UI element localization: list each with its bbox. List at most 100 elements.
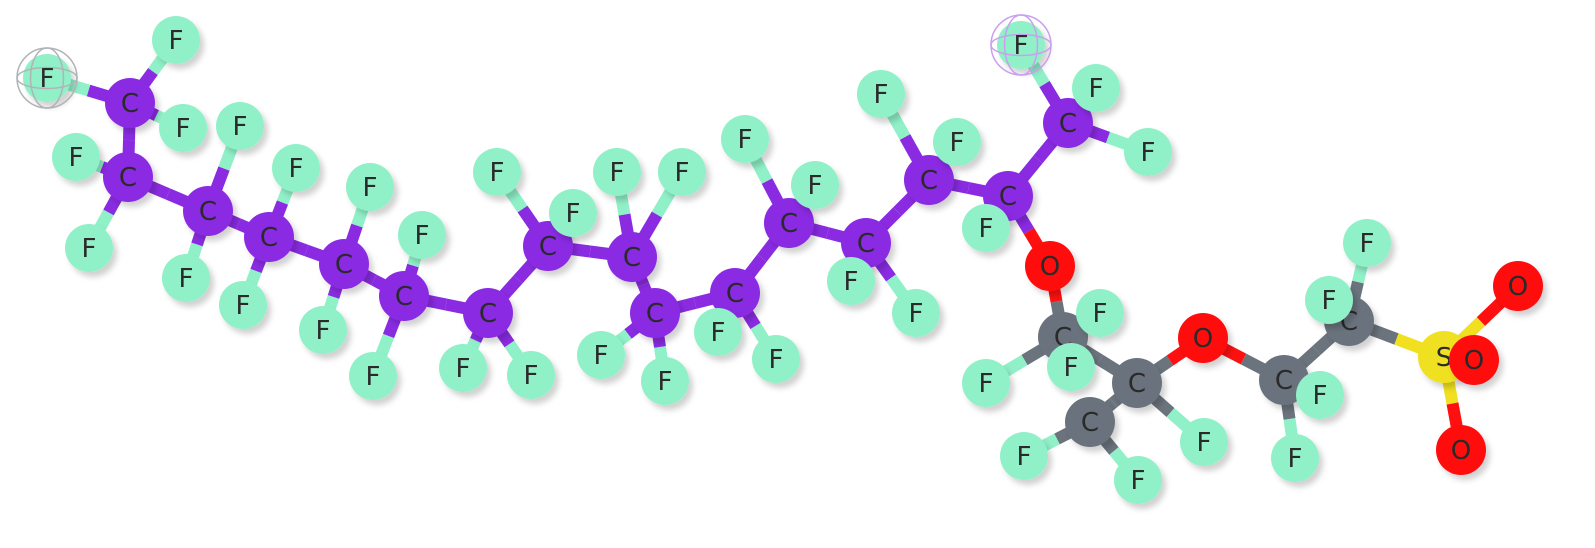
atom-sphere[interactable] bbox=[346, 163, 394, 211]
atom-sphere[interactable] bbox=[272, 144, 320, 192]
atom-sphere[interactable] bbox=[658, 148, 706, 196]
atom-sphere[interactable] bbox=[349, 352, 397, 400]
atom-sphere[interactable] bbox=[841, 218, 891, 268]
atom-sphere[interactable] bbox=[159, 104, 207, 152]
atom-f-63[interactable]: F bbox=[1180, 418, 1228, 466]
atom-f-42[interactable]: F bbox=[473, 148, 521, 196]
atom-sphere[interactable] bbox=[1124, 128, 1172, 176]
atom-f-31[interactable]: F bbox=[65, 224, 113, 272]
atom-f-28[interactable]: F bbox=[152, 16, 200, 64]
atom-sphere[interactable] bbox=[507, 351, 555, 399]
atom-sphere[interactable] bbox=[1271, 434, 1319, 482]
atom-f-45[interactable]: F bbox=[658, 148, 706, 196]
atom-f-68[interactable]: F bbox=[1296, 371, 1344, 419]
atom-sphere[interactable] bbox=[1025, 241, 1075, 291]
atom-f-34[interactable]: F bbox=[272, 144, 320, 192]
atom-sphere[interactable] bbox=[607, 232, 657, 282]
atom-f-62[interactable]: F bbox=[1047, 343, 1095, 391]
atom-sphere[interactable] bbox=[523, 221, 573, 271]
atom-sphere[interactable] bbox=[892, 289, 940, 337]
atom-f-48[interactable]: F bbox=[694, 308, 742, 356]
atom-sphere[interactable] bbox=[1043, 98, 1093, 148]
atom-sphere[interactable] bbox=[1449, 335, 1499, 385]
atom-sphere[interactable] bbox=[764, 198, 814, 248]
atom-sphere[interactable] bbox=[1493, 261, 1543, 311]
atom-sphere[interactable] bbox=[641, 357, 689, 405]
atom-sphere[interactable] bbox=[1072, 64, 1120, 112]
atom-f-44[interactable]: F bbox=[593, 148, 641, 196]
atom-c-0[interactable]: C bbox=[105, 78, 155, 128]
atom-sphere[interactable] bbox=[1436, 425, 1486, 475]
atom-f-53[interactable]: F bbox=[892, 289, 940, 337]
atom-f-33[interactable]: F bbox=[162, 254, 210, 302]
atom-f-41[interactable]: F bbox=[507, 351, 555, 399]
atom-sphere[interactable] bbox=[398, 211, 446, 259]
atom-f-30[interactable]: F bbox=[52, 133, 100, 181]
atom-sphere[interactable] bbox=[162, 254, 210, 302]
atom-c-11[interactable]: C bbox=[764, 198, 814, 248]
atom-sphere[interactable] bbox=[1178, 313, 1228, 363]
atom-sphere[interactable] bbox=[216, 102, 264, 150]
atom-f-49[interactable]: F bbox=[752, 335, 800, 383]
atom-o-25[interactable]: O bbox=[1449, 335, 1499, 385]
atom-sphere[interactable] bbox=[791, 161, 839, 209]
atom-sphere[interactable] bbox=[473, 148, 521, 196]
atom-f-47[interactable]: F bbox=[641, 357, 689, 405]
atom-sphere[interactable] bbox=[379, 271, 429, 321]
atom-sphere[interactable] bbox=[183, 186, 233, 236]
atom-sphere[interactable] bbox=[1065, 397, 1115, 447]
atom-sphere[interactable] bbox=[152, 16, 200, 64]
atom-f-46[interactable]: F bbox=[577, 331, 625, 379]
atom-sphere[interactable] bbox=[65, 224, 113, 272]
atom-f-56[interactable]: F bbox=[962, 204, 1010, 252]
atom-sphere[interactable] bbox=[962, 359, 1010, 407]
atom-sphere[interactable] bbox=[52, 133, 100, 181]
atom-f-59[interactable]: F bbox=[1124, 128, 1172, 176]
atom-sphere[interactable] bbox=[244, 212, 294, 262]
atom-f-35[interactable]: F bbox=[219, 281, 267, 329]
atom-f-60[interactable]: F bbox=[1076, 289, 1124, 337]
atom-f-55[interactable]: F bbox=[933, 118, 981, 166]
atom-sphere[interactable] bbox=[103, 152, 153, 202]
atom-c-18[interactable]: C bbox=[1112, 358, 1162, 408]
atom-o-16[interactable]: O bbox=[1025, 241, 1075, 291]
atom-o-24[interactable]: O bbox=[1493, 261, 1543, 311]
atom-c-1[interactable]: C bbox=[103, 152, 153, 202]
atom-f-38[interactable]: F bbox=[398, 211, 446, 259]
atom-sphere[interactable] bbox=[752, 335, 800, 383]
atom-sphere[interactable] bbox=[299, 306, 347, 354]
atom-sphere[interactable] bbox=[997, 21, 1045, 69]
atom-sphere[interactable] bbox=[1000, 432, 1048, 480]
atom-f-29[interactable]: F bbox=[159, 104, 207, 152]
atom-sphere[interactable] bbox=[463, 288, 513, 338]
atom-sphere[interactable] bbox=[1114, 456, 1162, 504]
atom-sphere[interactable] bbox=[962, 204, 1010, 252]
atom-f-51[interactable]: F bbox=[791, 161, 839, 209]
atom-o-20[interactable]: O bbox=[1178, 313, 1228, 363]
atom-f-58[interactable]: F bbox=[1072, 64, 1120, 112]
atom-sphere[interactable] bbox=[577, 331, 625, 379]
atom-sphere[interactable] bbox=[219, 281, 267, 329]
atom-f-65[interactable]: F bbox=[1114, 456, 1162, 504]
atom-f-36[interactable]: F bbox=[346, 163, 394, 211]
atom-f-39[interactable]: F bbox=[349, 352, 397, 400]
atom-f-69[interactable]: F bbox=[1271, 434, 1319, 482]
atom-sphere[interactable] bbox=[105, 78, 155, 128]
atom-f-66[interactable]: F bbox=[1343, 219, 1391, 267]
atom-sphere[interactable] bbox=[1076, 289, 1124, 337]
atom-c-13[interactable]: C bbox=[904, 155, 954, 205]
atom-f-37[interactable]: F bbox=[299, 306, 347, 354]
atom-sphere[interactable] bbox=[593, 148, 641, 196]
atom-c-7[interactable]: C bbox=[523, 221, 573, 271]
atom-sphere[interactable] bbox=[630, 288, 680, 338]
atom-sphere[interactable] bbox=[1180, 418, 1228, 466]
atom-sphere[interactable] bbox=[721, 115, 769, 163]
atom-f-52[interactable]: F bbox=[827, 257, 875, 305]
atom-sphere[interactable] bbox=[319, 239, 369, 289]
atom-c-12[interactable]: C bbox=[841, 218, 891, 268]
atom-c-15[interactable]: C bbox=[1043, 98, 1093, 148]
atom-f-61[interactable]: F bbox=[962, 359, 1010, 407]
atom-sphere[interactable] bbox=[710, 268, 760, 318]
atom-sphere[interactable] bbox=[933, 118, 981, 166]
